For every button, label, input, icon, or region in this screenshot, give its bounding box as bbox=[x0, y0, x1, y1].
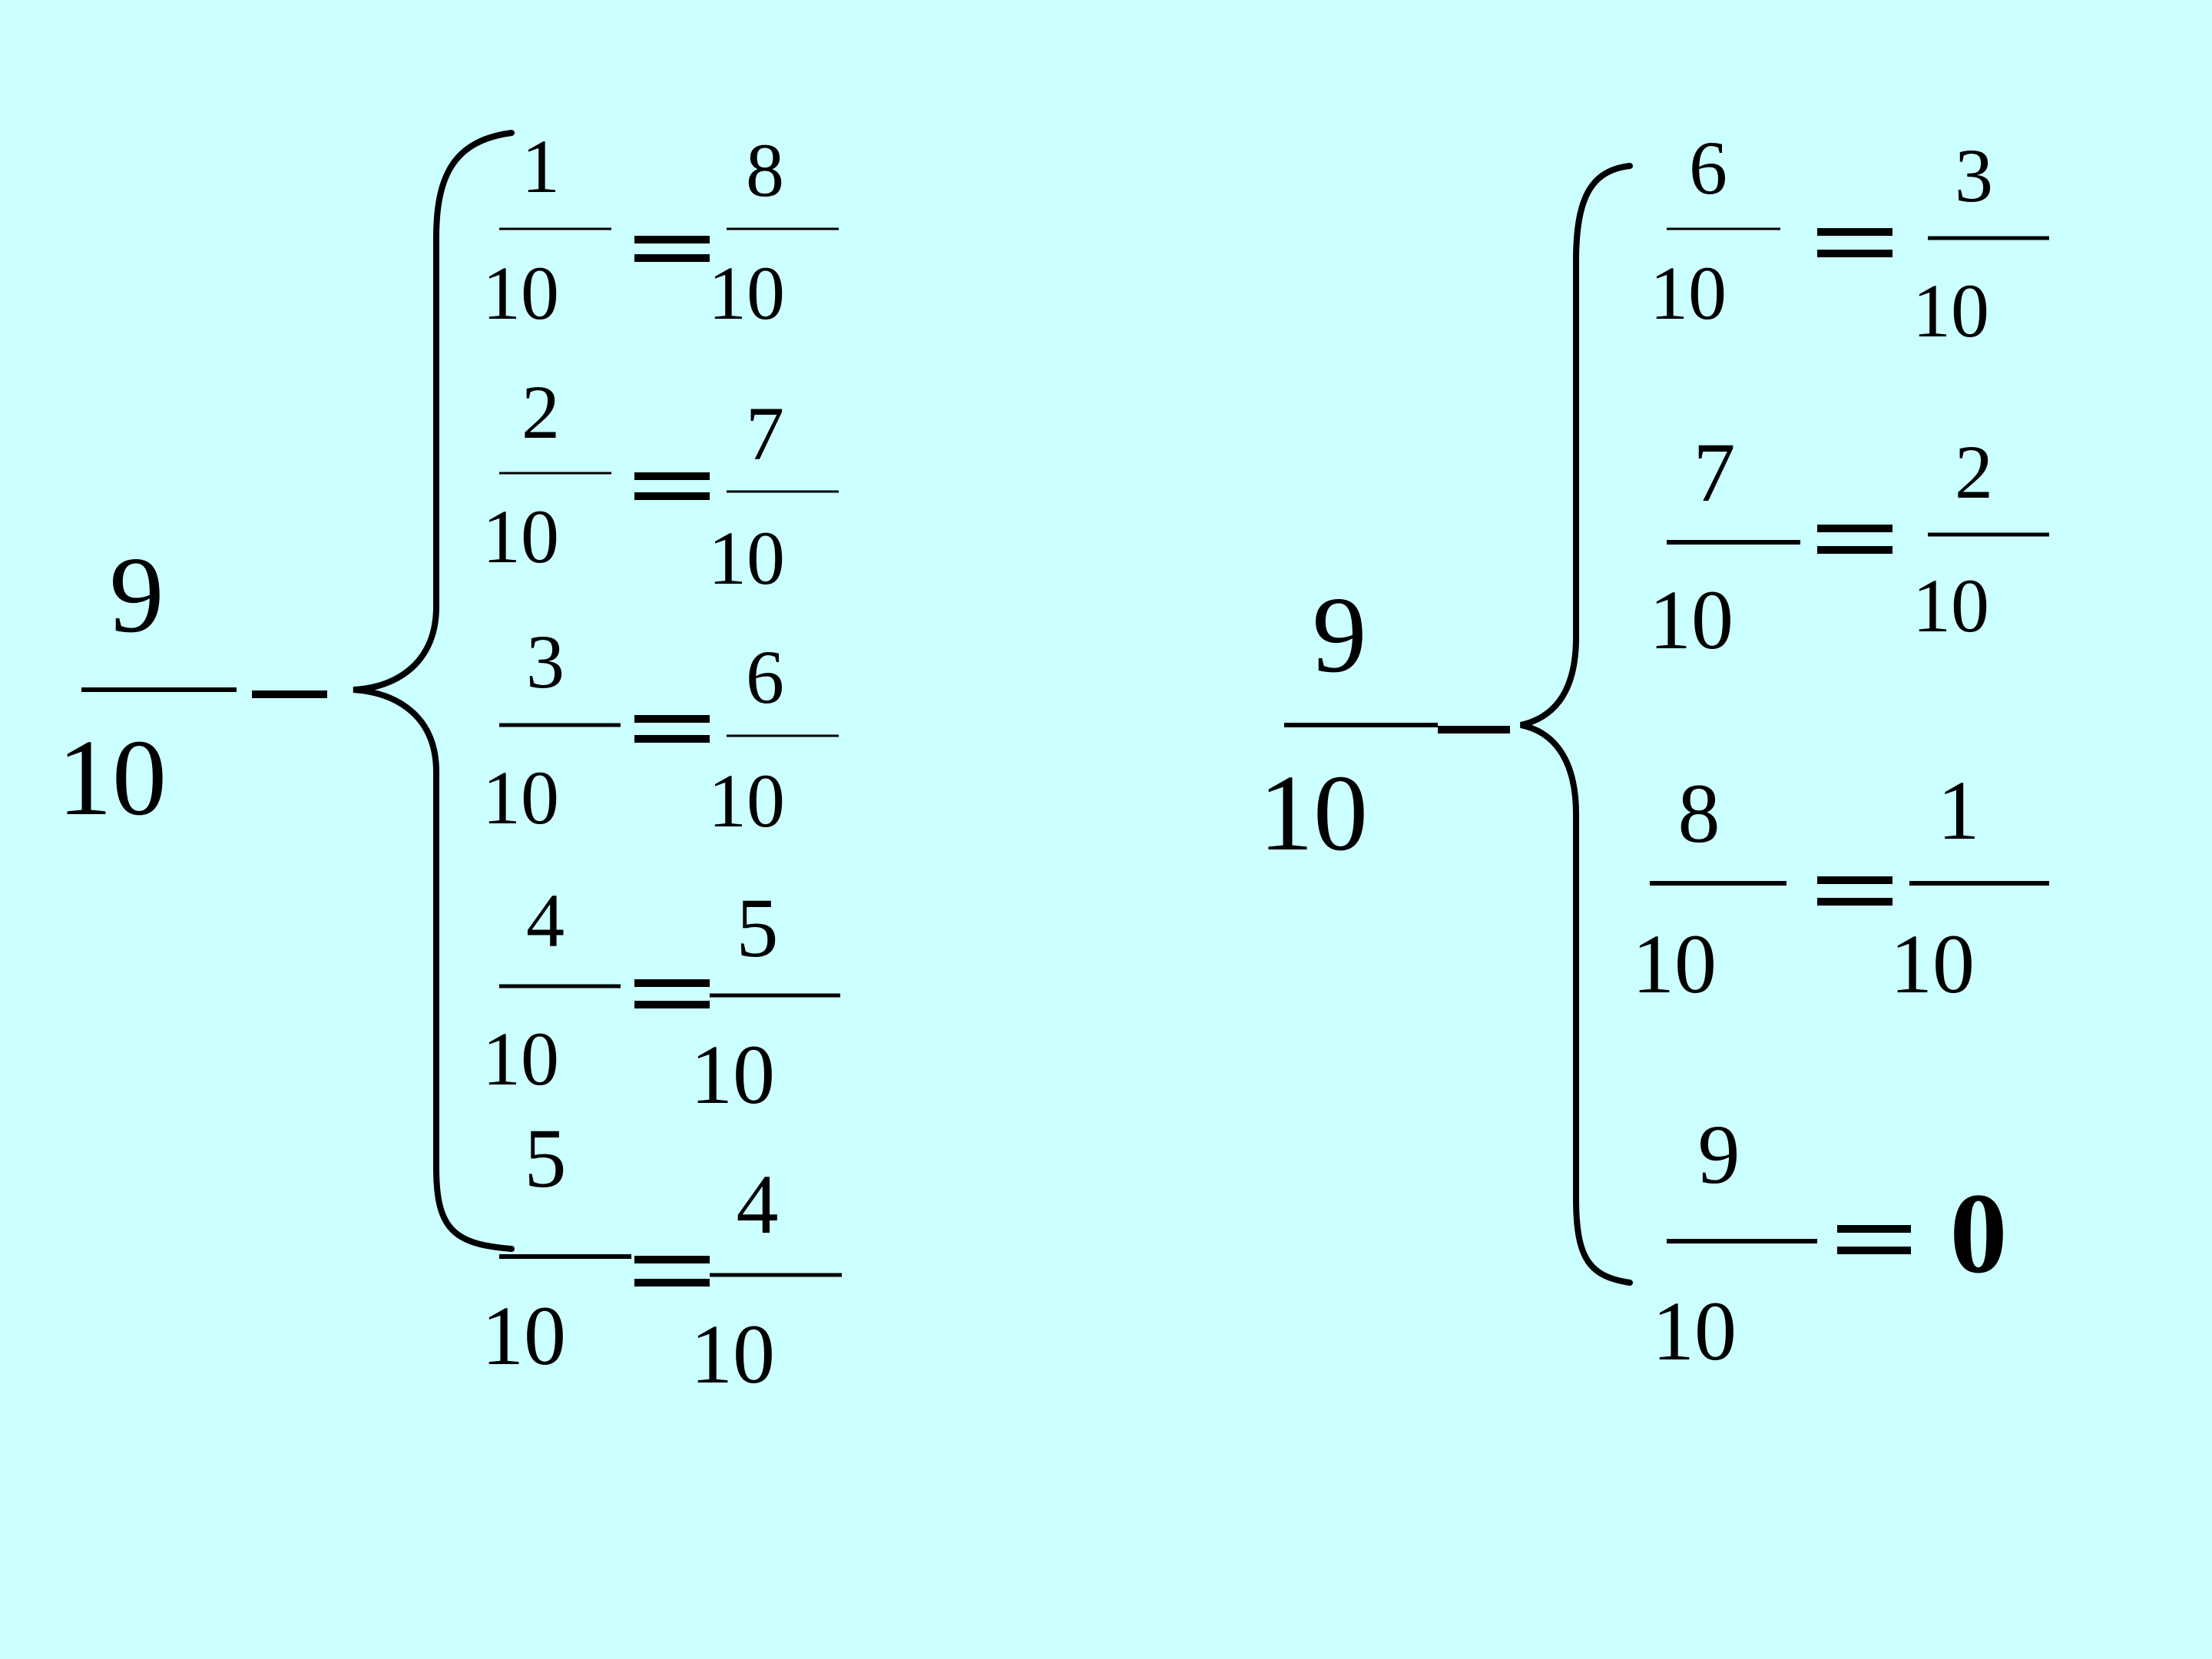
left-row-4-result-numerator: 5 bbox=[737, 881, 779, 975]
left-row-4: 4 10 5 10 bbox=[482, 878, 840, 1121]
left-row-2-subtrahend-numerator: 2 bbox=[522, 369, 560, 455]
right-minuend-fraction: 9 10 bbox=[1259, 574, 1438, 873]
right-minuend-denominator: 10 bbox=[1259, 752, 1368, 873]
left-row-3-subtrahend-numerator: 3 bbox=[526, 619, 565, 704]
right-expression: 9 10 − 6 10 3 10 7 10 bbox=[1259, 125, 2049, 1378]
right-row-2-result-numerator: 2 bbox=[1955, 429, 1993, 515]
right-row-2-result-denominator: 10 bbox=[1912, 563, 1989, 648]
right-row-1-result-denominator: 10 bbox=[1912, 268, 1989, 353]
left-row-3-result-numerator: 6 bbox=[746, 634, 784, 720]
left-row-1-subtrahend-denominator: 10 bbox=[482, 250, 559, 336]
right-row-4-subtrahend-denominator: 10 bbox=[1652, 1284, 1737, 1378]
left-row-5-subtrahend-denominator: 10 bbox=[482, 1289, 566, 1382]
left-row-2: 2 10 7 10 bbox=[482, 369, 839, 601]
left-row-5: 5 10 4 10 bbox=[482, 1111, 842, 1401]
left-row-4-result-denominator: 10 bbox=[690, 1028, 775, 1121]
right-row-2-subtrahend-denominator: 10 bbox=[1649, 573, 1734, 667]
left-row-3-result-denominator: 10 bbox=[708, 758, 785, 843]
right-row-3-equals-sign bbox=[1817, 876, 1892, 906]
left-row-1: 1 10 8 10 bbox=[482, 124, 839, 336]
left-row-1-equals-sign bbox=[634, 236, 710, 262]
left-row-2-result-denominator: 10 bbox=[708, 515, 785, 601]
left-row-1-result-numerator: 8 bbox=[746, 127, 784, 213]
right-row-2-subtrahend-numerator: 7 bbox=[1694, 426, 1736, 519]
right-row-1-result-numerator: 3 bbox=[1955, 133, 1993, 218]
left-row-4-subtrahend-numerator: 4 bbox=[526, 878, 565, 963]
left-curly-brace bbox=[353, 130, 515, 1252]
left-minuend-denominator: 10 bbox=[58, 717, 167, 838]
left-minuend-fraction: 9 10 bbox=[58, 534, 237, 838]
right-curly-brace bbox=[1520, 163, 1633, 1286]
right-row-2-equals-sign bbox=[1817, 525, 1892, 554]
right-row-2: 7 10 2 10 bbox=[1649, 426, 2049, 667]
right-row-4-subtrahend-numerator: 9 bbox=[1698, 1108, 1740, 1201]
right-row-3-subtrahend-numerator: 8 bbox=[1678, 767, 1720, 860]
left-row-2-subtrahend-denominator: 10 bbox=[482, 494, 559, 579]
left-expression: 9 10 − 1 10 8 10 2 10 bbox=[58, 124, 842, 1401]
left-row-4-equals-sign bbox=[634, 979, 710, 1008]
left-row-3: 3 10 6 10 bbox=[482, 619, 839, 843]
left-row-5-subtrahend-numerator: 5 bbox=[525, 1111, 567, 1205]
left-row-4-subtrahend-denominator: 10 bbox=[482, 1016, 559, 1101]
right-row-4: 9 10 0 bbox=[1652, 1108, 2008, 1378]
right-row-1-equals-sign bbox=[1817, 228, 1892, 257]
left-row-5-result-denominator: 10 bbox=[690, 1307, 775, 1401]
right-minuend-numerator: 9 bbox=[1313, 574, 1367, 695]
right-row-4-equals-sign bbox=[1837, 1225, 1911, 1254]
left-row-5-result-numerator: 4 bbox=[737, 1157, 779, 1251]
left-row-3-subtrahend-denominator: 10 bbox=[482, 755, 559, 840]
left-row-2-equals-sign bbox=[634, 472, 710, 500]
left-row-1-subtrahend-numerator: 1 bbox=[522, 124, 560, 209]
right-row-3-result-denominator: 10 bbox=[1890, 917, 1975, 1011]
left-row-5-equals-sign bbox=[634, 1256, 710, 1286]
left-row-2-result-numerator: 7 bbox=[746, 391, 784, 476]
left-row-1-result-denominator: 10 bbox=[708, 250, 785, 336]
right-row-1-subtrahend-numerator: 6 bbox=[1689, 125, 1727, 210]
left-minuend-numerator: 9 bbox=[110, 534, 164, 655]
left-row-3-equals-sign bbox=[634, 715, 710, 743]
right-row-4-result-zero: 0 bbox=[1950, 1170, 2008, 1297]
right-row-3-subtrahend-denominator: 10 bbox=[1632, 917, 1717, 1011]
right-row-3-result-numerator: 1 bbox=[1938, 763, 1980, 857]
right-row-3: 8 10 1 10 bbox=[1632, 763, 2049, 1011]
right-row-1: 6 10 3 10 bbox=[1650, 125, 2049, 353]
right-row-1-subtrahend-denominator: 10 bbox=[1650, 250, 1727, 336]
